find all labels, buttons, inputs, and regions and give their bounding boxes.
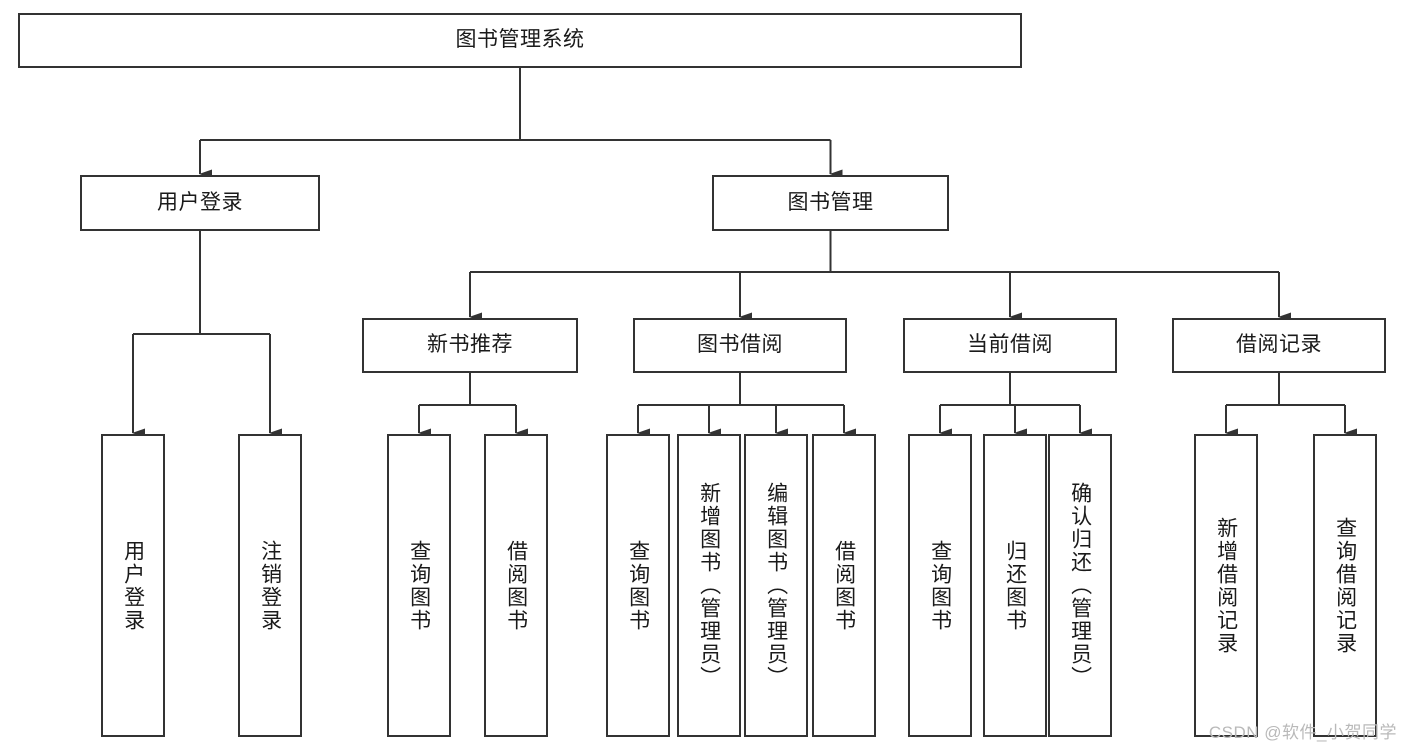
node-label: 查询图书 <box>407 539 431 632</box>
node-r_add[interactable]: 新增借阅记录 <box>1194 434 1258 737</box>
node-bookmgmt[interactable]: 图书管理 <box>712 175 949 231</box>
node-r_query[interactable]: 查询借阅记录 <box>1313 434 1377 737</box>
node-b_query[interactable]: 查询图书 <box>606 434 670 737</box>
node-label: 新书推荐 <box>427 333 513 357</box>
node-n_borrow[interactable]: 借阅图书 <box>484 434 548 737</box>
node-label: 归还图书 <box>1003 539 1027 632</box>
node-borrow[interactable]: 图书借阅 <box>633 318 847 373</box>
node-label: 借阅图书 <box>832 539 856 632</box>
node-label: 新增借阅记录 <box>1214 516 1238 655</box>
node-label: 借阅图书 <box>504 539 528 632</box>
node-records[interactable]: 借阅记录 <box>1172 318 1386 373</box>
node-b_borrow[interactable]: 借阅图书 <box>812 434 876 737</box>
node-label: 用户登录 <box>157 190 243 214</box>
node-label: 图书借阅 <box>697 333 783 357</box>
node-label: 图书管理系统 <box>455 28 585 52</box>
node-b_add[interactable]: 新增图书（管理员） <box>677 434 741 737</box>
node-label: 查询借阅记录 <box>1333 516 1357 655</box>
node-label: 当前借阅 <box>967 333 1053 357</box>
node-newbook[interactable]: 新书推荐 <box>362 318 578 373</box>
node-root[interactable]: 图书管理系统 <box>18 13 1022 68</box>
node-b_edit[interactable]: 编辑图书（管理员） <box>744 434 808 737</box>
node-current[interactable]: 当前借阅 <box>903 318 1117 373</box>
node-label: 编辑图书（管理员） <box>764 482 788 689</box>
node-label: 注销登录 <box>258 539 282 632</box>
node-n_query[interactable]: 查询图书 <box>387 434 451 737</box>
node-l_login[interactable]: 用户登录 <box>101 434 165 737</box>
node-label: 借阅记录 <box>1236 333 1322 357</box>
node-label: 用户登录 <box>121 539 145 632</box>
node-l_logout[interactable]: 注销登录 <box>238 434 302 737</box>
node-c_confirm[interactable]: 确认归还（管理员） <box>1048 434 1112 737</box>
node-label: 确认归还（管理员） <box>1068 482 1092 689</box>
node-c_query[interactable]: 查询图书 <box>908 434 972 737</box>
node-label: 新增图书（管理员） <box>697 482 721 689</box>
watermark-text: CSDN @软件_小贺同学 <box>1208 723 1397 742</box>
node-label: 图书管理 <box>787 190 874 214</box>
node-label: 查询图书 <box>626 539 650 632</box>
node-label: 查询图书 <box>928 539 952 632</box>
node-login[interactable]: 用户登录 <box>80 175 320 231</box>
tree-connectors <box>131 68 1357 438</box>
node-c_return[interactable]: 归还图书 <box>983 434 1047 737</box>
